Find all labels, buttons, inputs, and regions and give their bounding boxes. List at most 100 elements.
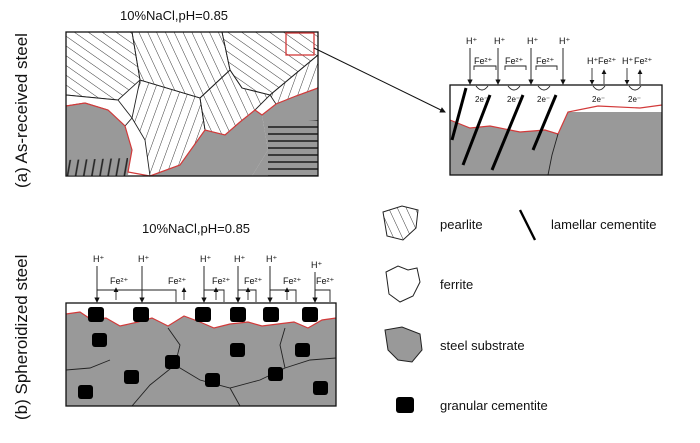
panel-b-microstructure: H⁺ H⁺ H⁺ H⁺ H⁺ H⁺ Fe²⁺ Fe²⁺ Fe²⁺ Fe²⁺ Fe… [65,254,337,407]
fe-release-bracket [203,289,225,302]
pearlite-grain-vertical [66,158,128,176]
granular-cementite-particle [268,367,283,381]
condition-b-label: 10%NaCl,pH=0.85 [142,221,250,236]
fe2-plus-label: Fe²⁺ [634,56,653,66]
fe2-plus-label: Fe²⁺ [474,56,493,66]
electron-label: 2e⁻ [628,95,641,104]
grain-boundary [279,327,286,369]
panel-b-frame [65,302,337,407]
h-plus-label: H⁺ [559,36,570,46]
ferrite-grain [450,105,662,112]
corrosion-front [449,104,663,135]
h-plus-label: H⁺ [622,56,633,66]
granular-cementite-particle [263,307,279,322]
fe-release-bracket [314,289,331,302]
condition-a-label: 10%NaCl,pH=0.85 [120,8,228,23]
electron-label: 2e⁻ [592,95,605,104]
lamellar-cementite-line [490,94,525,171]
h-plus-label: H⁺ [587,56,598,66]
fe2-plus-label: Fe²⁺ [283,276,302,286]
grain-boundary [65,359,111,371]
granular-cementite-particle [124,370,139,384]
fe-release-bracket [237,289,257,302]
panel-a-zoom-inset: H⁺ H⁺ H⁺ H⁺ Fe²⁺ Fe²⁺ Fe²⁺ H⁺ Fe²⁺ H⁺ Fe… [449,36,663,176]
fe-release-bracket [269,289,297,302]
h-plus-label: H⁺ [234,254,245,264]
panel-a-microstructure [65,31,446,177]
electron-label: 2e⁻ [537,95,550,104]
legend-ferrite-icon [385,265,421,303]
steel-substrate-area [66,312,336,406]
lamellar-cementite-line [531,94,558,151]
granular-cementite-particle [313,381,328,395]
legend-granular-cementite-label: granular cementite [440,398,548,413]
granular-cementite-particle [133,307,149,322]
fe2-plus-label: Fe²⁺ [316,276,335,286]
granular-cementite-particle [92,333,107,347]
h-plus-label: H⁺ [138,254,149,264]
fe2-plus-label: Fe²⁺ [536,56,555,66]
steel-substrate-area [150,110,268,176]
panel-b-label: (b) Spheroidized steel [12,255,31,420]
pearlite-grain-horizontal [268,120,318,176]
panel-a-frame [65,31,319,177]
steel-substrate-area [66,103,132,175]
granular-cementite-particle [295,343,310,357]
zoom-box [285,32,315,56]
fe-release-bracket [504,65,527,70]
electron-loop [507,85,521,91]
pearlite-grain [65,31,141,101]
grain-boundary [174,357,337,389]
fe2-plus-label: Fe²⁺ [244,276,263,286]
h-plus-label: H⁺ [266,254,277,264]
legend-steel-substrate-label: steel substrate [440,338,525,353]
electron-label: 2e⁻ [475,95,488,104]
fe2-plus-label: Fe²⁺ [168,276,187,286]
electron-loop [475,85,489,91]
h-plus-label: H⁺ [494,36,505,46]
h-plus-label: H⁺ [93,254,104,264]
electron-loop [628,85,642,91]
electron-loop [537,85,551,91]
granular-cementite-particle [302,307,318,322]
fe2-plus-label: Fe²⁺ [212,276,231,286]
legend-granular-cementite-icon [396,397,414,413]
panel-a-label: (a) As-received steel [12,33,31,188]
electron-loop [592,85,606,91]
fe-release-bracket [473,65,497,70]
granular-cementite-particle [205,373,220,387]
granular-cementite-particle [195,307,211,322]
legend-pearlite-icon [382,205,419,241]
granular-cementite-particle [78,385,93,399]
legend-ferrite-label: ferrite [440,277,473,292]
legend-pearlite-label: pearlite [440,217,483,232]
electron-label: 2e⁻ [507,95,520,104]
h-plus-label: H⁺ [527,36,538,46]
h-plus-label: H⁺ [200,254,211,264]
fe2-plus-label: Fe²⁺ [505,56,524,66]
legend-lamellar-cementite-icon [518,209,537,241]
grain-boundary [547,133,559,176]
h-plus-label: H⁺ [466,36,477,46]
corrosion-front [65,87,319,177]
granular-cementite-particle [230,343,245,357]
granular-cementite-particle [88,307,104,322]
lamellar-cementite-line [450,87,468,141]
granular-cementite-particle [165,355,180,369]
fe2-plus-label: Fe²⁺ [598,56,617,66]
fe-release-bracket [96,289,143,296]
legend-lamellar-cementite-label: lamellar cementite [551,217,657,232]
inset-frame [449,84,663,176]
zoom-arrow [313,47,446,113]
grain-boundary [229,387,241,407]
legend-steel-substrate-icon [384,326,423,363]
fe-release-bracket [141,289,177,302]
h-plus-label: H⁺ [311,260,322,270]
fe-release-bracket [535,65,558,70]
lamellar-cementite-line [461,94,492,166]
fe2-plus-label: Fe²⁺ [110,276,129,286]
legend: pearlite lamellar cementite ferrite stee… [382,205,657,413]
granular-cementite-particle [230,307,246,322]
